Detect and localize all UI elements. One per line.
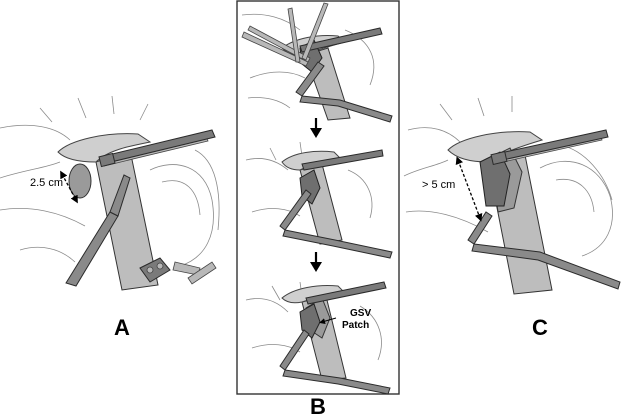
panel-a-background-sketch (0, 95, 220, 267)
panel-a-label: A (114, 315, 130, 340)
panel-c-measure-label: > 5 cm (422, 179, 455, 191)
down-arrow-icon (310, 118, 322, 138)
panel-c-instrument (490, 129, 609, 166)
panel-a-measure: 2.5 cm (30, 170, 78, 204)
panel-b-step-2 (245, 141, 393, 259)
panel-a-measure-label: 2.5 cm (30, 177, 63, 189)
panel-a-clamps (139, 257, 217, 285)
panel-b: GSV Patch B (236, 0, 400, 415)
panel-a-instrument (98, 129, 216, 168)
panel-c: > 5 cm C (403, 96, 621, 340)
panel-b-step-1 (241, 2, 393, 123)
panel-a: 2.5 cm A (0, 95, 220, 340)
panel-b-frame (236, 0, 400, 395)
down-arrow-icon (310, 252, 322, 272)
panel-b-label: B (310, 394, 326, 415)
panel-c-label: C (532, 315, 548, 340)
panel-a-strap (65, 174, 131, 287)
panel-c-strap (467, 211, 621, 290)
panel-c-measure: > 5 cm (422, 156, 483, 222)
panel-b-callout-patch: Patch (342, 320, 369, 331)
panel-b-callout-gsv: GSV (350, 308, 371, 319)
panel-b-step-3: GSV Patch (245, 281, 391, 395)
